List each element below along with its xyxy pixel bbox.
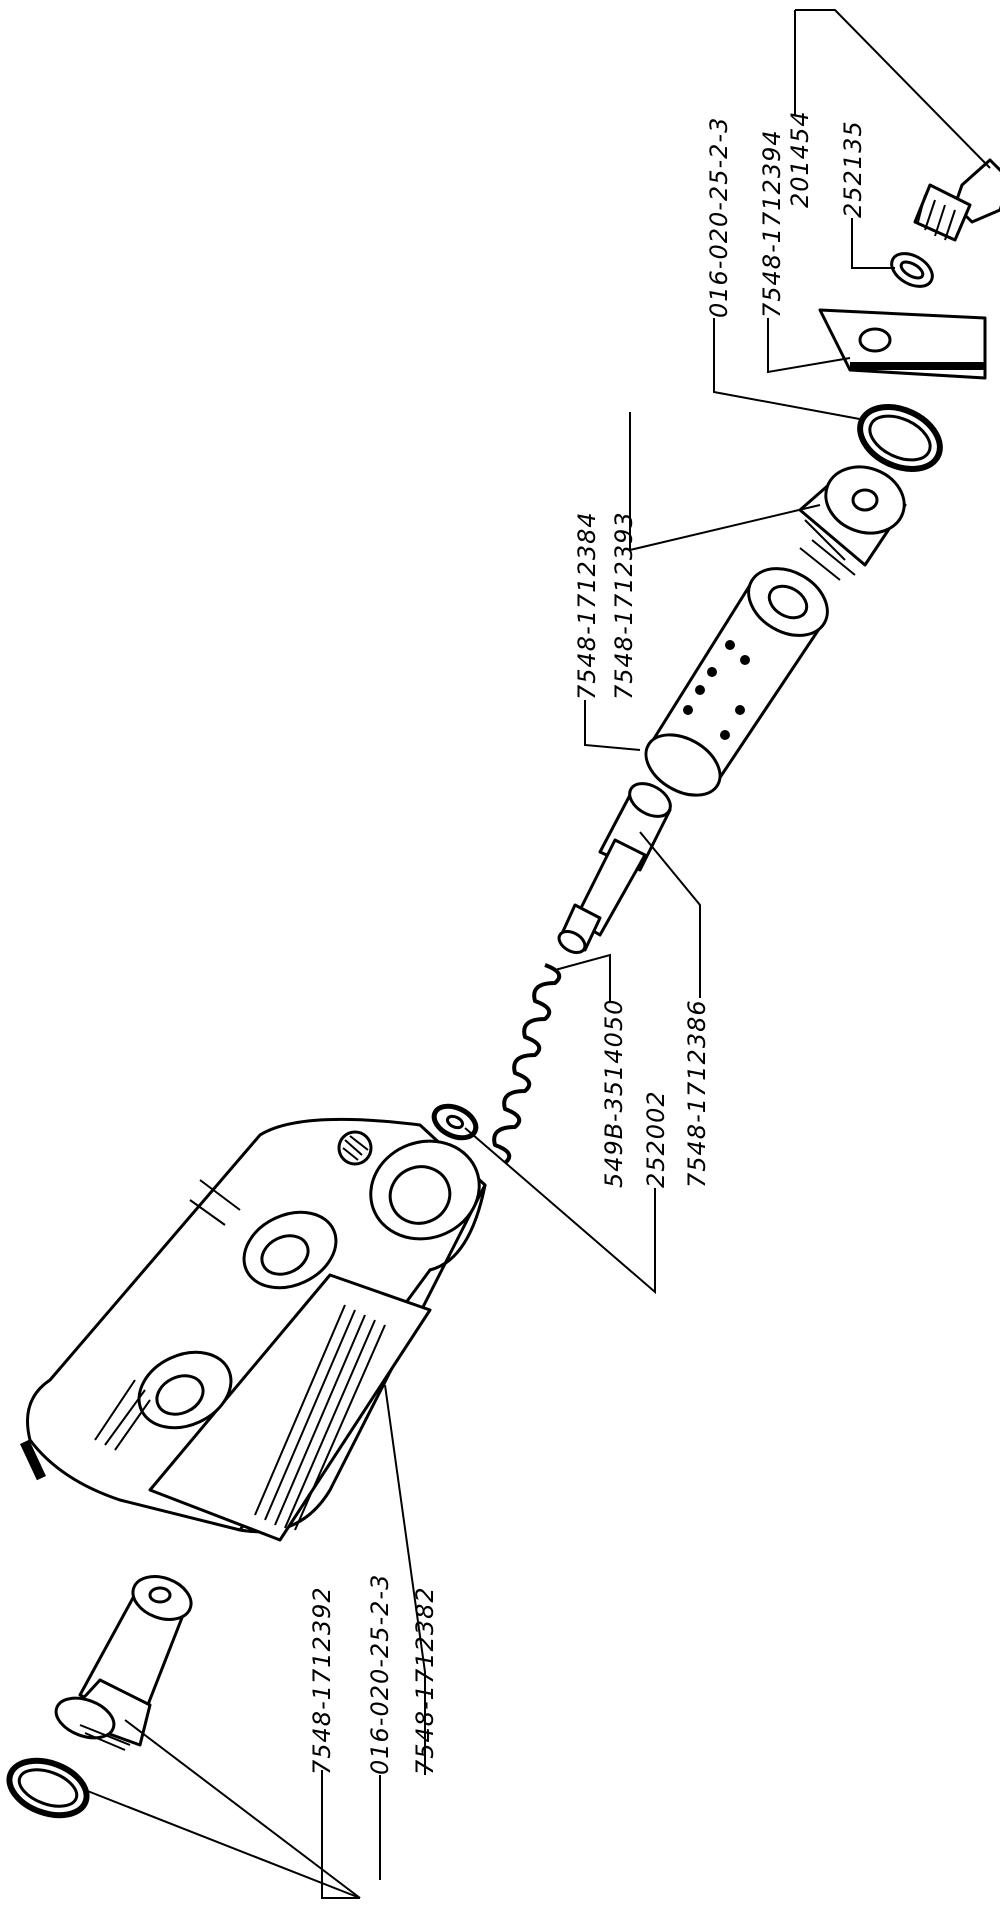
label-sleeve-b: 7548-1712393 <box>610 511 638 700</box>
label-spring: 549B-3514050 <box>600 999 628 1188</box>
label-bolt: 201454 <box>786 110 814 208</box>
label-gasket-top: 016-020-25-2-3 <box>705 117 733 318</box>
label-plug-bottom: 7548-1712392 <box>308 1586 336 1775</box>
plug-top-part <box>798 465 907 581</box>
callout-labels: 016-020-25-2-3 7548-1712394 201454 25213… <box>308 110 867 1775</box>
washer-part <box>431 1103 479 1141</box>
bolt-part <box>913 158 1000 242</box>
label-lock-washer: 252135 <box>839 120 867 218</box>
plug-bottom-part <box>54 1575 193 1751</box>
label-sleeve-a: 7548-1712384 <box>573 511 601 700</box>
label-plunger: 7548-1712386 <box>683 999 711 1188</box>
sleeve-part <box>644 567 829 797</box>
plunger-part <box>557 782 672 954</box>
gasket-bottom-part <box>6 1757 90 1819</box>
label-plate: 7548-1712394 <box>758 129 786 318</box>
lock-washer-part <box>890 252 934 288</box>
label-washer: 252002 <box>642 1090 670 1188</box>
main-body-part <box>20 1117 487 1542</box>
spring-part <box>492 963 562 1165</box>
label-body: 7548-1712382 <box>411 1586 439 1775</box>
plate-part <box>818 308 987 380</box>
leader-lines <box>84 9 991 1899</box>
label-gasket-bottom: 016-020-25-2-3 <box>366 1574 394 1775</box>
